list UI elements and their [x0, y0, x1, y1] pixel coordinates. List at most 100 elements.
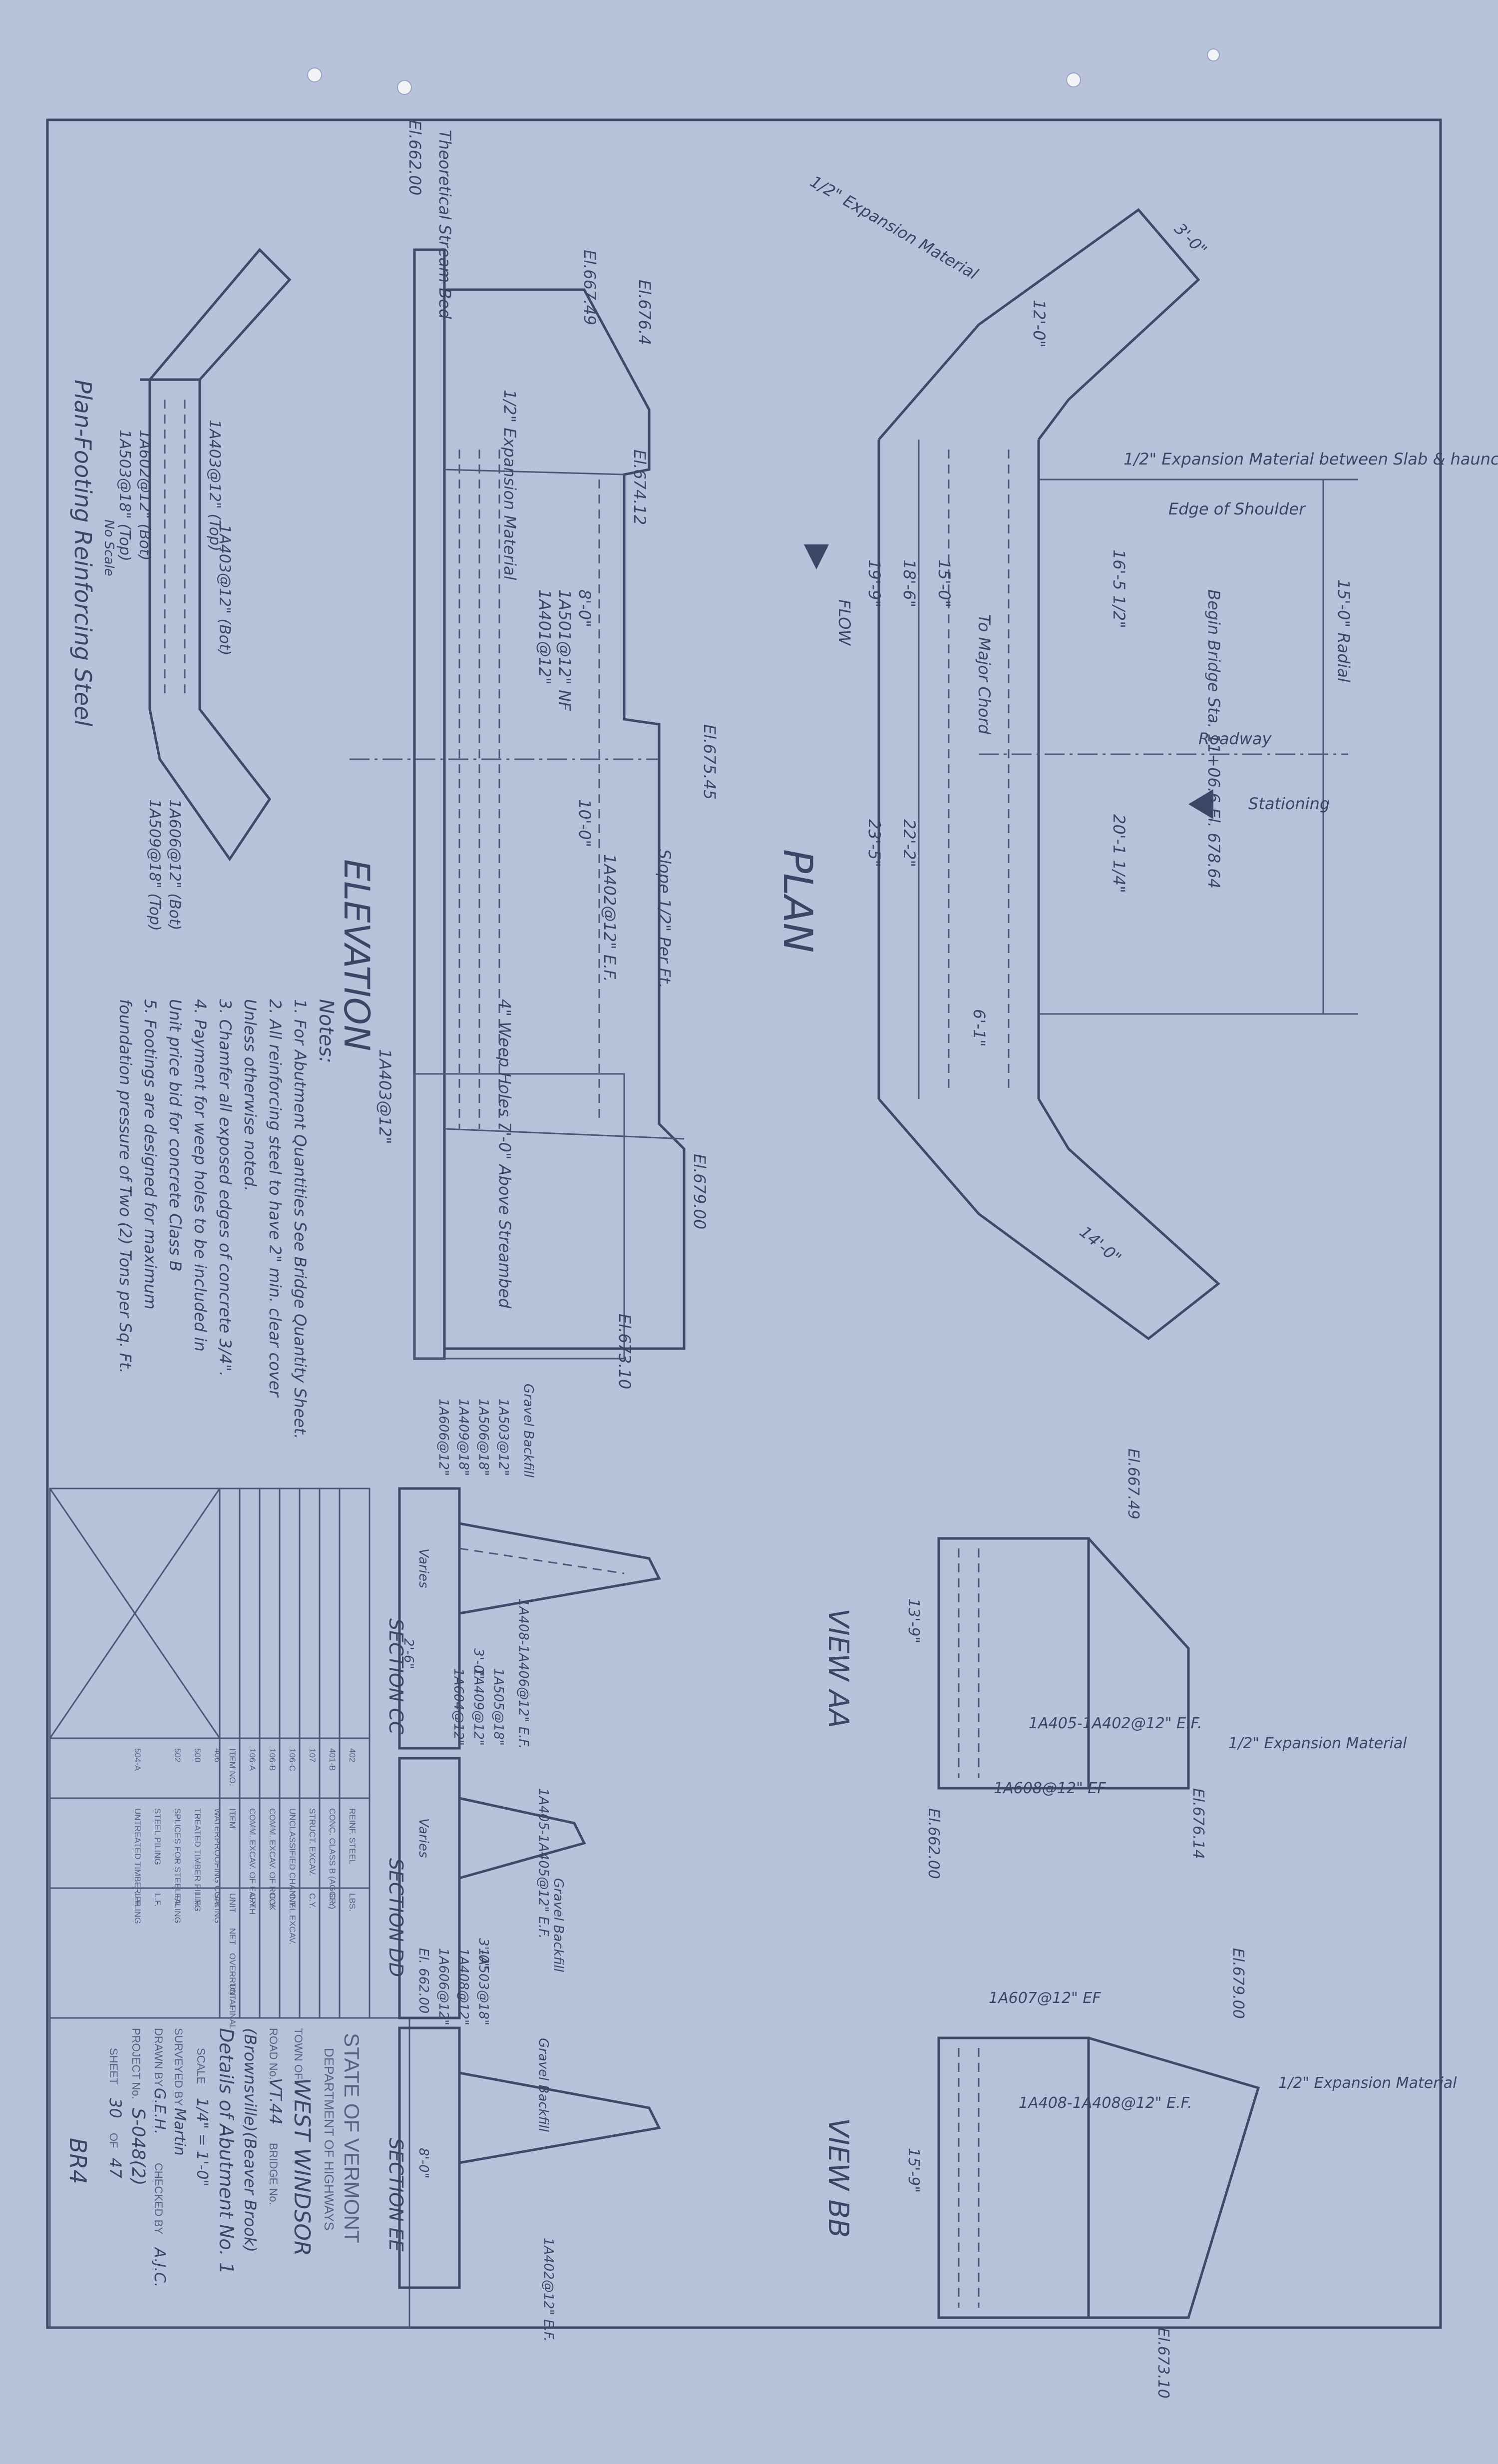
title-department: DEPARTMENT OF HIGHWAYS [322, 2048, 337, 2230]
elevation-label: 8'-0" [575, 589, 594, 627]
elevation-label: El.674.12 [630, 450, 649, 525]
table-cell: SPLICES FOR STEEL PILING [173, 1808, 182, 1924]
section-cc-label: 3'-0" [471, 1648, 486, 1679]
title-drawing-no: BR4 [64, 2138, 91, 2184]
title-road-label: ROAD No. [267, 2028, 280, 2080]
table-cell: L.F. [193, 1893, 202, 1907]
elevation-label: 1/2" Expansion Material [500, 390, 519, 580]
title-checked-label: CHECKED BY [152, 2163, 165, 2234]
table-cell: 502 [173, 1748, 182, 1762]
elevation-label: Slope 1/2" Per Ft. [655, 849, 674, 988]
table-header: TOTAL [228, 1983, 237, 2009]
plan-footing-label: 1A503@18" (Top) [116, 430, 133, 561]
table-cell: CONC. CLASS B (AGGR.) [328, 1808, 337, 1909]
section-dd-label: 3'-0" [476, 1938, 491, 1969]
section-cc-label: 1A409@18" [456, 1399, 471, 1476]
table-header: NET [228, 1928, 237, 1945]
view-aa-label: El.667.49 [1124, 1449, 1142, 1519]
elevation-label: El.662.00 [405, 120, 424, 195]
note-line: 2. All reinforcing steel to have 2" min.… [266, 999, 285, 1398]
table-cell: COMM. EXCAV. OF ROCK [268, 1808, 277, 1911]
elevation-label: 1A403@12" [375, 1049, 394, 1144]
section-ee-label: 1A503@18" [476, 1948, 491, 2025]
elevation-label: 10'-0" [575, 799, 594, 847]
table-cell: WATERPROOFING COATING [213, 1808, 222, 1924]
view-bb-label: 15'-9" [905, 2148, 922, 2193]
title-sheet-of-label: OF [107, 2133, 120, 2148]
title-project-label: PROJECT No. [130, 2028, 142, 2099]
title-town-label: TOWN OF [292, 2028, 305, 2079]
section-ee-view [398, 2026, 661, 2289]
plan-label: 22'-2" [900, 819, 919, 867]
table-cell: STEEL PILING [153, 1808, 162, 1865]
plan-label: 16'-5 1/2" [1110, 549, 1128, 628]
section-cc-label: Varies [416, 1548, 431, 1588]
table-cell: UNCLASSIFIED CHANNEL EXCAV. [288, 1808, 297, 1945]
view-aa-label: 1A608@12" EF [994, 1780, 1106, 1797]
section-dd-label: Varies [416, 1818, 431, 1858]
plan-label: Stationing [1248, 794, 1330, 813]
elevation-label: El.675.45 [700, 724, 719, 800]
elevation-label: El.673.10 [615, 1314, 634, 1389]
punch-hole [397, 80, 412, 95]
table-cell: C.Y. [308, 1893, 317, 1909]
title-drawn: G.E.H. [151, 2088, 168, 2134]
note-line: 1. For Abutment Quantities See Bridge Qu… [291, 999, 310, 1439]
plan-label: 18'-6" [900, 559, 919, 607]
section-ee-label: 8'-0" [416, 2148, 431, 2179]
view-bb-label: 1A607@12" EF [989, 1989, 1101, 2007]
section-dd-label: 1A405-1A405@12" E.F. [536, 1788, 551, 1939]
section-cc-view [398, 1487, 661, 1750]
table-cell: 106-A [248, 1748, 257, 1771]
view-aa-label: 1A405-1A402@12" E.F. [1029, 1715, 1202, 1732]
table-cell: 406 [213, 1748, 222, 1762]
drawing-border [46, 118, 1442, 2329]
plan-label: To Major Chord [975, 614, 994, 735]
view-bb-label: 1A408-1A408@12" E.F. [1019, 2094, 1192, 2112]
plan-footing-scale: No Scale [101, 519, 116, 576]
section-dd-label: 1A505@18" [491, 1668, 506, 1746]
plan-label: 20'-1 1/4" [1110, 814, 1128, 893]
note-line: Unit price bid for concrete Class B [166, 999, 185, 1272]
title-checked: A.J.C. [151, 2247, 168, 2287]
view-bb-label: El.673.10 [1154, 2328, 1172, 2399]
table-cell: L.F. [133, 1893, 142, 1907]
plan-label: Edge of Shoulder [1168, 499, 1306, 518]
title-scale: 1/4" = 1'-0" [193, 2098, 211, 2186]
plan-view [804, 208, 1358, 1341]
title-block-frame [49, 2017, 410, 2329]
table-cell: L.F. [153, 1893, 162, 1907]
table-cell: S.Y. [213, 1893, 222, 1908]
table-cell: 401-B [328, 1748, 337, 1771]
section-dd-label: Gravel Backfill [551, 1878, 566, 1972]
view-aa-label: 13'-9" [905, 1598, 922, 1643]
note-line: 4. Payment for weep holes to be included… [191, 999, 210, 1352]
title-sheet-total: 47 [106, 2158, 125, 2178]
plan-footing-label: 1A606@12" (Bot) [166, 799, 183, 931]
section-ee-title: SECTION EE [385, 2138, 407, 2252]
view-aa-title: VIEW AA [822, 1608, 854, 1728]
plan-label: Begin Bridge Sta. 11+06.6 El. 678.64 [1204, 589, 1223, 889]
title-project: S-048(2) [128, 2108, 148, 2186]
section-ee-label: 1A402@12" E.F. [541, 2238, 556, 2342]
plan-label: 12'-0" [1030, 300, 1049, 348]
elevation-label: 1A401@12" [535, 589, 554, 685]
section-cc-label: 2'-6" [401, 1638, 416, 1669]
elevation-title: ELEVATION [336, 859, 377, 1051]
table-cell: REINF. STEEL [348, 1808, 357, 1864]
plan-footing-label: 1A403@12" (Bot) [216, 524, 233, 656]
elevation-view [350, 248, 686, 1360]
punch-hole [1066, 72, 1081, 87]
table-header: UNIT [228, 1893, 237, 1913]
elevation-label: 1A501@12" NF [555, 589, 574, 711]
section-cc-label: 1A503@12" [496, 1399, 511, 1476]
table-cell: 500 [193, 1748, 202, 1762]
plan-label: Roadway [1198, 729, 1272, 748]
plan-footing-label: 1A602@12" (Bot) [136, 430, 153, 561]
plan-footing-label: 1A403@12" (Top) [206, 420, 223, 551]
title-surveyed-label: SURVEYED BY [172, 2028, 185, 2106]
plan-label: 6'-1" [970, 1009, 989, 1047]
title-location: (Brownsville)(Beaver Brook) [241, 2028, 260, 2252]
